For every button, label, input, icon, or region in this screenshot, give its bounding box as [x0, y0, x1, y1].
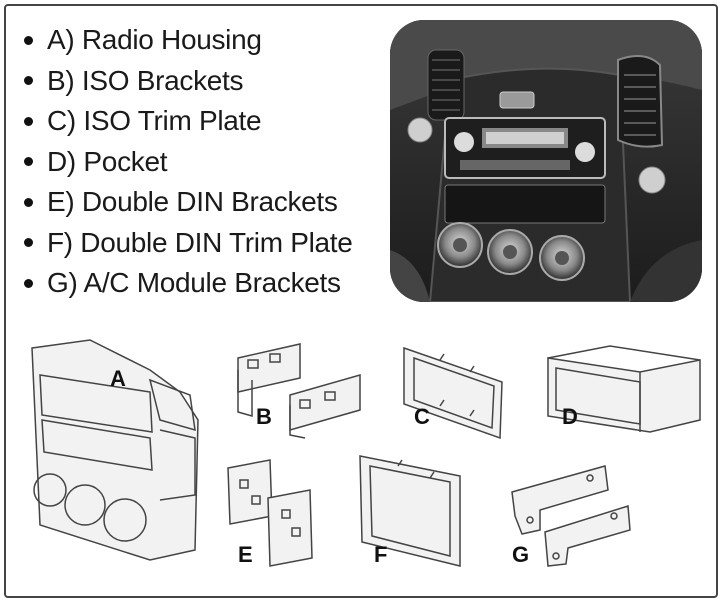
list-item-label: F) Double DIN Trim Plate [47, 226, 353, 258]
part-label-c: C [414, 404, 430, 429]
part-label-e: E [238, 542, 253, 567]
dashboard-illustration [390, 20, 702, 302]
list-item-label: A) Radio Housing [47, 24, 262, 56]
iso-trim-plate-drawing [403, 346, 503, 440]
bullet-icon [24, 76, 33, 86]
list-item: C) ISO Trim Plate [24, 101, 353, 142]
list-item-label: B) ISO Brackets [47, 64, 244, 96]
part-label-g: G [512, 542, 530, 567]
double-din-brackets-drawing [227, 459, 313, 567]
left-vent [427, 49, 465, 121]
bullet-icon [24, 197, 33, 207]
parts-list: A) Radio Housing B) ISO Brackets C) ISO … [24, 20, 353, 304]
bullet-icon [24, 35, 33, 45]
iso-brackets-drawing [237, 343, 361, 439]
list-item-label: C) ISO Trim Plate [47, 105, 262, 137]
list-item: F) Double DIN Trim Plate [24, 223, 353, 264]
pocket-drawing [547, 345, 701, 433]
bullet-icon [24, 238, 33, 248]
part-label-f: F [374, 542, 388, 567]
list-item: D) Pocket [24, 142, 353, 183]
climate-knobs [437, 222, 585, 281]
parts-line-drawings [31, 339, 701, 567]
bullet-icon [24, 116, 33, 126]
list-item-label: G) A/C Module Brackets [47, 267, 341, 299]
parts-diagrams: A B C D E F G [0, 320, 720, 600]
part-label-a: A [110, 366, 126, 391]
radio-housing-drawing [31, 339, 199, 561]
dashboard-photo [390, 20, 702, 302]
bullet-icon [24, 278, 33, 288]
list-item: B) ISO Brackets [24, 61, 353, 102]
double-din-trim-plate-drawing [359, 455, 461, 567]
list-item: A) Radio Housing [24, 20, 353, 61]
list-item-label: E) Double DIN Brackets [47, 186, 338, 218]
list-item: G) A/C Module Brackets [24, 263, 353, 304]
right-vent [617, 55, 664, 148]
radio-head-unit [444, 117, 606, 179]
part-label-d: D [562, 404, 578, 429]
ac-module-brackets-drawing [511, 465, 631, 567]
part-label-b: B [256, 404, 272, 429]
list-item-label: D) Pocket [47, 145, 168, 177]
list-item: E) Double DIN Brackets [24, 182, 353, 223]
bullet-icon [24, 157, 33, 167]
